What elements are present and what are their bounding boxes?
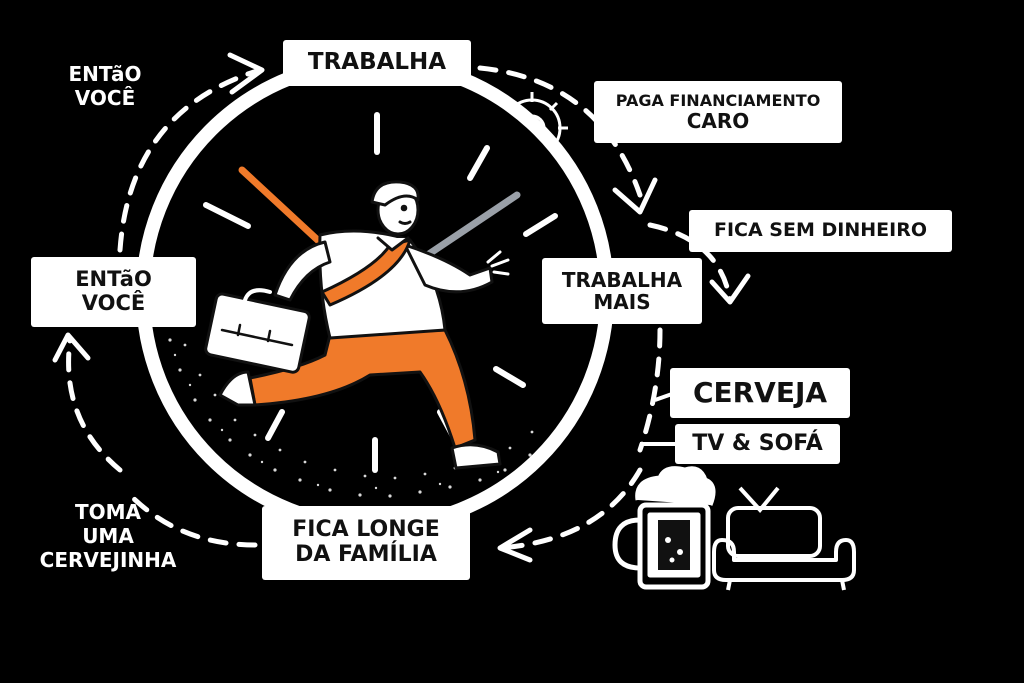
sofa-icon [712, 506, 856, 591]
text-entao-voce-top: ENTãO VOCÊ [50, 62, 160, 110]
right-arm [403, 243, 494, 294]
label-sem-dinheiro: FICA SEM DINHEIRO [714, 219, 927, 242]
arrow-right-side [637, 327, 663, 453]
arrowhead-top-right [612, 177, 658, 215]
text-toma-cervejinha: TOMA UMA CERVEJINHA [18, 500, 198, 572]
box-cerveja: CERVEJA [670, 368, 850, 418]
arrow-heads [52, 52, 751, 563]
arrow-bottom [497, 467, 643, 551]
shoe-front [450, 443, 502, 470]
label-trabalha: TRABALHA [307, 49, 447, 76]
label-entao-left-line1: ENTãO [75, 267, 152, 292]
dotted-floor [168, 338, 567, 498]
arrowhead-left [52, 332, 91, 363]
arrow-top-right [477, 65, 643, 198]
minute-hand [416, 191, 521, 264]
label-tv-sofa: TV & SOFÁ [692, 430, 823, 456]
arrowhead-right [709, 273, 751, 305]
label-entao-left-line2: VOCÊ [81, 291, 146, 315]
label-trabalha-mais-line1: TRABALHA [561, 267, 683, 292]
shoe-back [218, 370, 257, 407]
box-fica-sem-dinheiro: FICA SEM DINHEIRO [689, 210, 952, 252]
arrowhead-bottom [497, 527, 533, 563]
label-paga-line1: PAGA FINANCIAMENTO [615, 90, 821, 110]
connectors [640, 392, 676, 446]
hair [370, 180, 420, 207]
label-entao-top-line2: VOCÊ [74, 86, 136, 110]
label-trabalha-mais-line2: MAIS [593, 290, 651, 314]
arrow-left-up [66, 337, 123, 473]
box-tv-sofa: TV & SOFÁ [675, 424, 840, 464]
label-toma-line2: UMA [82, 524, 134, 548]
beer-mug-icon [612, 466, 716, 590]
label-entao-top-line1: ENTãO [68, 62, 142, 86]
label-toma-line1: TOMA [74, 500, 142, 524]
left-arm [273, 240, 332, 302]
arrow-bottom-left [127, 492, 258, 548]
label-longe-line2: DA FAMÍLIA [295, 542, 437, 567]
label-cerveja: CERVEJA [692, 376, 828, 410]
box-trabalha: TRABALHA [283, 40, 471, 86]
box-fica-longe: FICA LONGE DA FAMÍLIA [262, 506, 470, 580]
briefcase-icon [204, 288, 311, 374]
label-paga-line2: CARO [686, 108, 750, 133]
label-toma-line3: CERVEJINHA [39, 548, 177, 572]
arrowhead-top-left [227, 52, 265, 95]
tie [320, 238, 412, 307]
box-entao-voce: ENTãO VOCÊ [31, 257, 196, 327]
label-longe-line1: FICA LONGE [292, 517, 440, 543]
trousers [248, 328, 477, 450]
arrow-left-top [117, 67, 263, 253]
box-paga-financiamento: PAGA FINANCIAMENTO CARO [594, 81, 842, 143]
running-businessman-icon [204, 180, 510, 470]
box-trabalha-mais: TRABALHA MAIS [542, 258, 702, 324]
